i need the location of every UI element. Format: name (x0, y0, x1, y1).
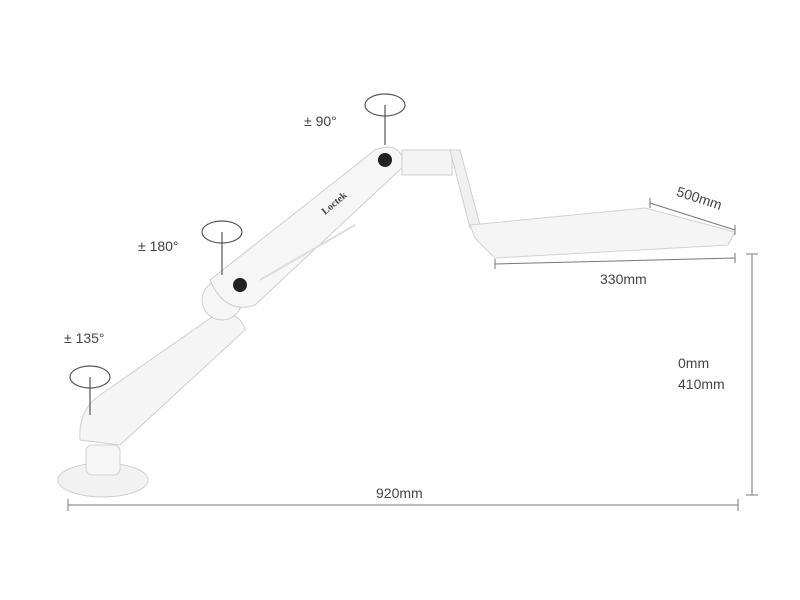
lower-arm (79, 279, 246, 446)
rotation-label-top: ± 90° (304, 113, 337, 129)
height-max-label: 410mm (678, 376, 725, 392)
dimension-lines (67, 198, 758, 511)
clamp-base (57, 444, 149, 498)
upper-arm: Loctek (209, 146, 406, 308)
total-reach-label: 920mm (376, 485, 423, 501)
laptop-tray (401, 149, 736, 259)
rotation-label-middle: ± 180° (138, 238, 179, 254)
rotate-icon-top (364, 93, 406, 145)
rotate-icon-middle (201, 220, 243, 275)
rotation-arrows (69, 93, 406, 415)
tray-width-label: 330mm (600, 271, 647, 287)
height-min-label: 0mm (678, 355, 710, 371)
rotation-label-base: ± 135° (64, 330, 105, 346)
rotate-icon-base (69, 365, 111, 415)
